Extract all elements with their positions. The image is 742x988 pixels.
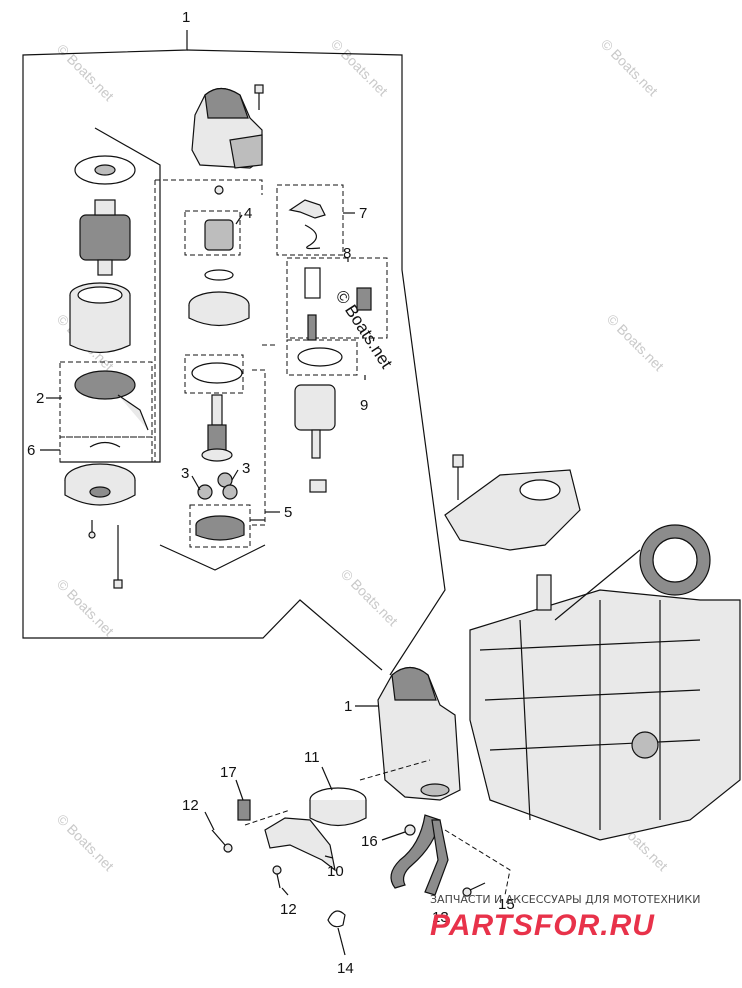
callout-13: 13 — [432, 909, 449, 926]
brand-overlay: ЗАПЧАСТИ И АКСЕССУАРЫ ДЛЯ МОТОТЕХНИКИ PA… — [430, 893, 700, 942]
watermark-8: © Boats.net — [338, 566, 401, 629]
group-box-9 — [286, 339, 358, 376]
detail-frame — [22, 30, 446, 676]
callout-12b: 12 — [280, 901, 297, 918]
planet-carrier-disc — [188, 269, 250, 327]
callout-2: 2 — [36, 390, 44, 407]
brand-tagline: ЗАПЧАСТИ И АКСЕССУАРЫ ДЛЯ МОТОТЕХНИКИ — [430, 893, 700, 906]
internal-gear — [195, 515, 245, 541]
bolt-12a — [211, 829, 233, 853]
callout-16: 16 — [361, 833, 378, 850]
group-box-8 — [286, 257, 388, 339]
through-bolt — [113, 525, 123, 589]
cable-13 — [390, 814, 449, 896]
clip-17 — [237, 799, 251, 821]
terminal-cover — [356, 287, 372, 311]
group-box-5-top — [184, 354, 244, 394]
brand-logo: PARTSFOR.RU — [430, 909, 655, 942]
screw-small — [88, 520, 96, 539]
starter-band-11 — [309, 787, 367, 827]
group-box-4 — [184, 210, 241, 256]
solenoid-gasket — [297, 347, 343, 367]
leader-lines — [40, 212, 511, 956]
group-box-2 — [59, 361, 153, 438]
callout-10: 10 — [327, 863, 344, 880]
callouts: 1 1 2 3 3 4 5 6 7 8 9 10 11 12 12 13 14 … — [27, 9, 515, 977]
watermark-3: © Boats.net — [598, 36, 661, 99]
pinion-shaft — [201, 394, 233, 462]
watermark-7: © Boats.net — [54, 576, 117, 639]
end-cap-plate — [74, 155, 136, 185]
callout-4: 4 — [244, 205, 252, 222]
planet-gears — [197, 472, 238, 500]
rear-bracket — [64, 463, 136, 506]
callout-5: 5 — [284, 504, 292, 521]
solenoid-spring — [307, 314, 317, 341]
brush-holder — [74, 370, 149, 431]
callout-6: 6 — [27, 442, 35, 459]
group-box-5-bottom — [189, 504, 251, 548]
callout-15: 15 — [498, 896, 515, 913]
armature — [79, 199, 131, 276]
callout-1: 1 — [344, 698, 352, 715]
bolt-15 — [462, 882, 486, 897]
starter-assembly — [377, 666, 461, 801]
bracket-bolt — [452, 454, 464, 500]
watermark-1: © Boats.net — [54, 41, 117, 104]
flywheel-shaft — [536, 574, 552, 611]
snap-ring-6 — [89, 441, 121, 448]
boot-14 — [327, 910, 346, 928]
starter-bracket-10 — [264, 817, 336, 872]
group-box-6 — [59, 436, 153, 463]
ring-gear-seal — [191, 362, 243, 384]
callout-1-top: 1 — [182, 9, 190, 26]
solenoid-body — [294, 384, 336, 493]
callout-3a: 3 — [181, 465, 189, 482]
callout-7: 7 — [359, 205, 367, 222]
group-boxes — [59, 179, 388, 548]
callout-14: 14 — [337, 960, 354, 977]
callout-12a: 12 — [182, 797, 199, 814]
group-box-7 — [276, 184, 344, 256]
solenoid-plunger — [304, 267, 321, 299]
callout-3b: 3 — [242, 460, 250, 477]
callout-17: 17 — [220, 764, 237, 781]
pinion-gear — [204, 185, 234, 251]
bolt-16 — [404, 824, 416, 836]
callout-11: 11 — [304, 749, 320, 766]
bolt-12b — [272, 865, 282, 889]
mounting-bracket — [444, 469, 581, 551]
yoke-housing — [69, 282, 131, 354]
callout-9: 9 — [360, 397, 368, 414]
watermark-6: © Boats.net — [604, 311, 667, 374]
watermark-9: © Boats.net — [54, 811, 117, 874]
callout-8: 8 — [343, 245, 351, 262]
bolt-top — [254, 84, 264, 110]
starter-cover-housing — [191, 87, 263, 169]
watermark-2: © Boats.net — [328, 36, 391, 99]
lever-spring — [288, 199, 326, 250]
engine-block — [469, 524, 741, 841]
